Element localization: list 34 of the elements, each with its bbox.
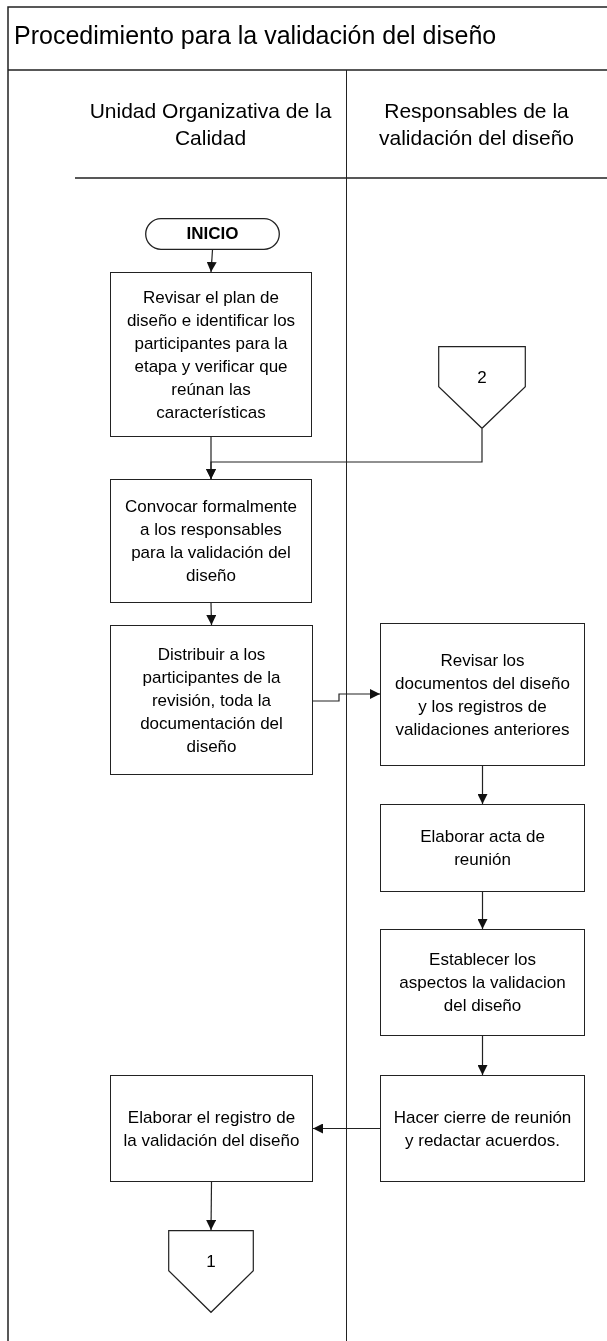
process-box bbox=[110, 479, 312, 603]
step-text: Hacer cierre de reunión y redactar acuerdos. bbox=[392, 1106, 573, 1152]
arrow bbox=[312, 689, 381, 702]
connector-number: 1 bbox=[205, 1252, 217, 1272]
arrow bbox=[477, 765, 488, 805]
arrow bbox=[312, 1123, 381, 1134]
process-box bbox=[380, 1075, 585, 1182]
arrow bbox=[206, 602, 217, 626]
terminal-label: INICIO bbox=[186, 224, 239, 244]
process-box bbox=[380, 804, 585, 892]
step-text: Distribuir a los participantes de la revisión, toda la documentación del diseño bbox=[139, 643, 284, 758]
arrow bbox=[477, 891, 488, 930]
arrow bbox=[206, 1181, 217, 1231]
step-text: Convocar formalmente a los responsables para la validación del diseño bbox=[124, 496, 298, 587]
lane-header: Responsables de la validación del diseño bbox=[378, 98, 575, 151]
process-box bbox=[110, 1075, 313, 1182]
arrow bbox=[206, 249, 217, 273]
step-text: Revisar los documentos del diseño y los registros de validaciones anteriores bbox=[394, 649, 571, 741]
step-text: Revisar el plan de diseño e identificar los participantes para la etapa y verificar que reúnan las características bbox=[125, 286, 297, 424]
offpage-connector bbox=[168, 1230, 254, 1313]
step-text: Elaborar el registro de la validación del diseño bbox=[122, 1106, 301, 1152]
process-box bbox=[110, 272, 312, 437]
process-box bbox=[110, 625, 313, 775]
process-box bbox=[380, 929, 585, 1036]
arrow bbox=[206, 428, 483, 480]
step-text: Elaborar acta de reunión bbox=[419, 826, 546, 871]
connector-number: 2 bbox=[476, 368, 488, 388]
arrow bbox=[477, 1035, 488, 1076]
lane-header: Unidad Organizativa de la Calidad bbox=[88, 98, 333, 151]
diagram-title: Procedimiento para la validación del diseño bbox=[14, 20, 497, 50]
terminal-shape bbox=[145, 218, 280, 250]
process-box bbox=[380, 623, 585, 766]
offpage-connector bbox=[438, 346, 526, 429]
step-text: Establecer los aspectos la validacion del diseño bbox=[398, 949, 567, 1017]
